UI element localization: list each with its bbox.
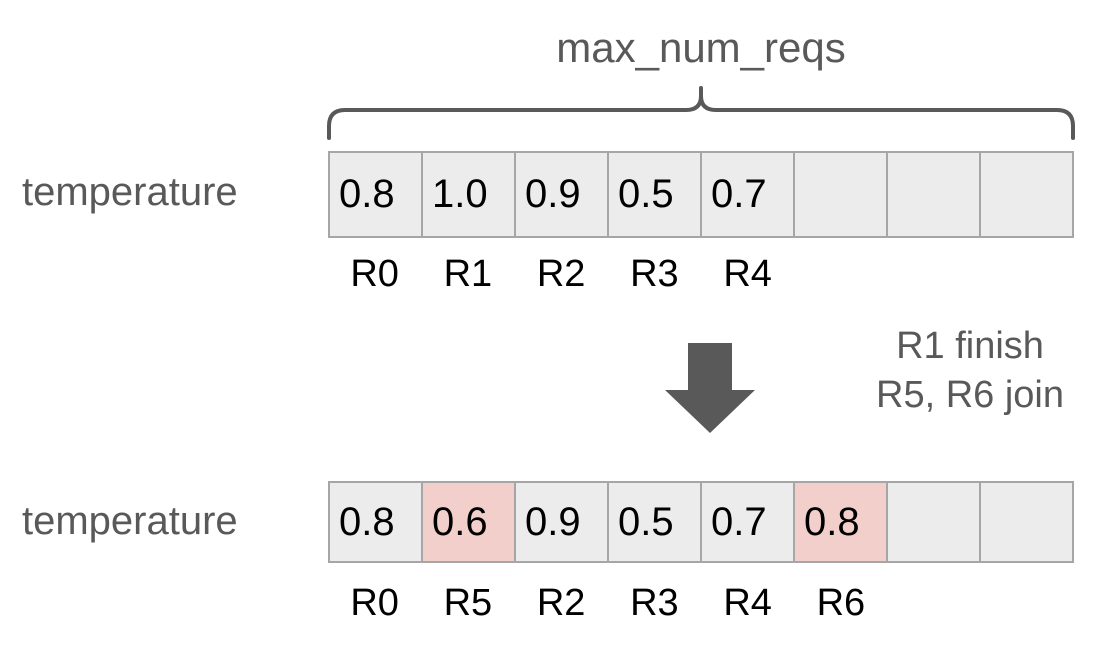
request-index-label — [794, 253, 887, 296]
array-cell[interactable]: 0.9 — [516, 153, 609, 236]
array-cell[interactable]: 0.7 — [702, 153, 795, 236]
request-index-label — [981, 253, 1074, 296]
row-label-temperature-after: temperature — [22, 499, 238, 543]
request-index-label: R2 — [536, 253, 586, 295]
array-cell[interactable]: 0.5 — [609, 483, 702, 561]
request-index-label: R0 — [350, 582, 399, 624]
request-index-labels-after: R0 R5 R2 R3 R4 R6 — [328, 582, 1074, 625]
request-index-label: R4 — [723, 582, 772, 624]
max-num-reqs-brace — [320, 80, 1082, 144]
row-label-temperature-before: temperature — [22, 170, 238, 214]
array-cell[interactable]: 1.0 — [423, 153, 516, 236]
array-cell[interactable] — [888, 153, 981, 236]
array-cell[interactable]: 0.9 — [516, 483, 609, 561]
transition-line-2: R5, R6 join — [876, 374, 1064, 416]
request-index-label: R4 — [723, 253, 772, 295]
request-index-label — [981, 582, 1074, 625]
request-index-label — [888, 582, 981, 625]
array-cell-highlighted[interactable]: 0.8 — [795, 483, 888, 561]
array-cell[interactable]: 0.7 — [702, 483, 795, 561]
request-index-label: R6 — [816, 582, 866, 624]
array-cell-highlighted[interactable]: 0.6 — [423, 483, 516, 561]
request-index-label: R1 — [443, 253, 493, 295]
array-cell[interactable]: 0.5 — [609, 153, 702, 236]
array-cell[interactable]: 0.8 — [330, 153, 423, 236]
array-cell[interactable]: 0.8 — [330, 483, 423, 561]
brace-title-label: max_num_reqs — [556, 24, 846, 71]
request-index-label: R3 — [630, 582, 679, 624]
array-cell[interactable] — [981, 153, 1072, 236]
request-index-label: R5 — [443, 582, 493, 624]
temperature-array-after: 0.8 0.6 0.9 0.5 0.7 0.8 — [328, 481, 1074, 563]
request-index-label: R2 — [536, 582, 586, 624]
array-cell[interactable] — [795, 153, 888, 236]
array-cell[interactable] — [888, 483, 981, 561]
transition-annotation: R1 finish R5, R6 join — [845, 322, 1095, 420]
request-index-labels-before: R0 R1 R2 R3 R4 — [328, 253, 1074, 296]
array-cell[interactable] — [981, 483, 1072, 561]
temperature-array-before: 0.8 1.0 0.9 0.5 0.7 — [328, 151, 1074, 238]
request-index-label — [888, 253, 981, 296]
transition-line-1: R1 finish — [896, 325, 1044, 367]
request-index-label: R0 — [350, 253, 399, 295]
down-arrow-icon — [662, 340, 758, 436]
request-index-label: R3 — [630, 253, 679, 295]
